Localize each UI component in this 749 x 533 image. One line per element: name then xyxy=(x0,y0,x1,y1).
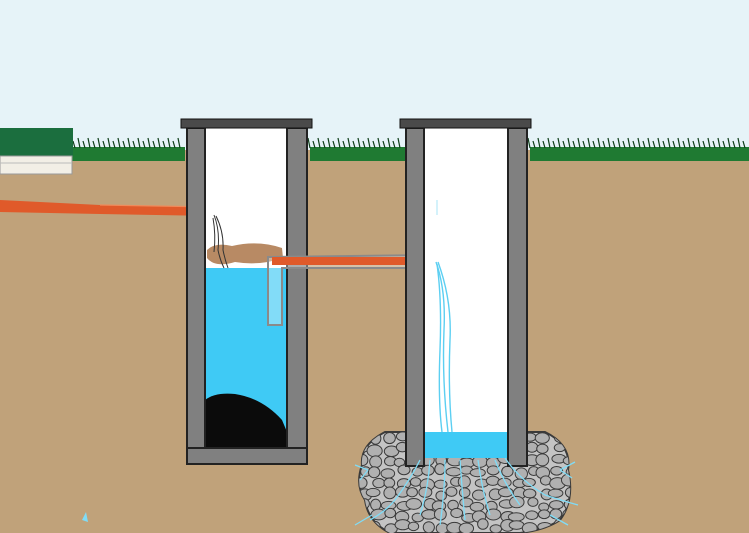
outflow-stream xyxy=(435,200,453,433)
well-wall-right xyxy=(507,127,528,467)
settling-tank-icon xyxy=(180,118,313,465)
sky xyxy=(0,0,749,150)
sludge-layer xyxy=(205,393,287,448)
inflow-stream xyxy=(212,214,229,269)
tank-cap xyxy=(180,118,313,129)
seepage-mark xyxy=(82,512,88,522)
house-corner-icon xyxy=(0,128,73,175)
scum-layer xyxy=(207,243,283,265)
well-cap xyxy=(399,118,532,129)
well-water xyxy=(424,432,508,458)
seepage-lines xyxy=(354,457,579,526)
well-wall-left xyxy=(405,127,425,467)
tank-wall-left xyxy=(186,127,206,451)
tank-wall-right xyxy=(286,127,308,451)
filtration-well-icon xyxy=(399,118,532,467)
tank-floor xyxy=(186,447,308,465)
